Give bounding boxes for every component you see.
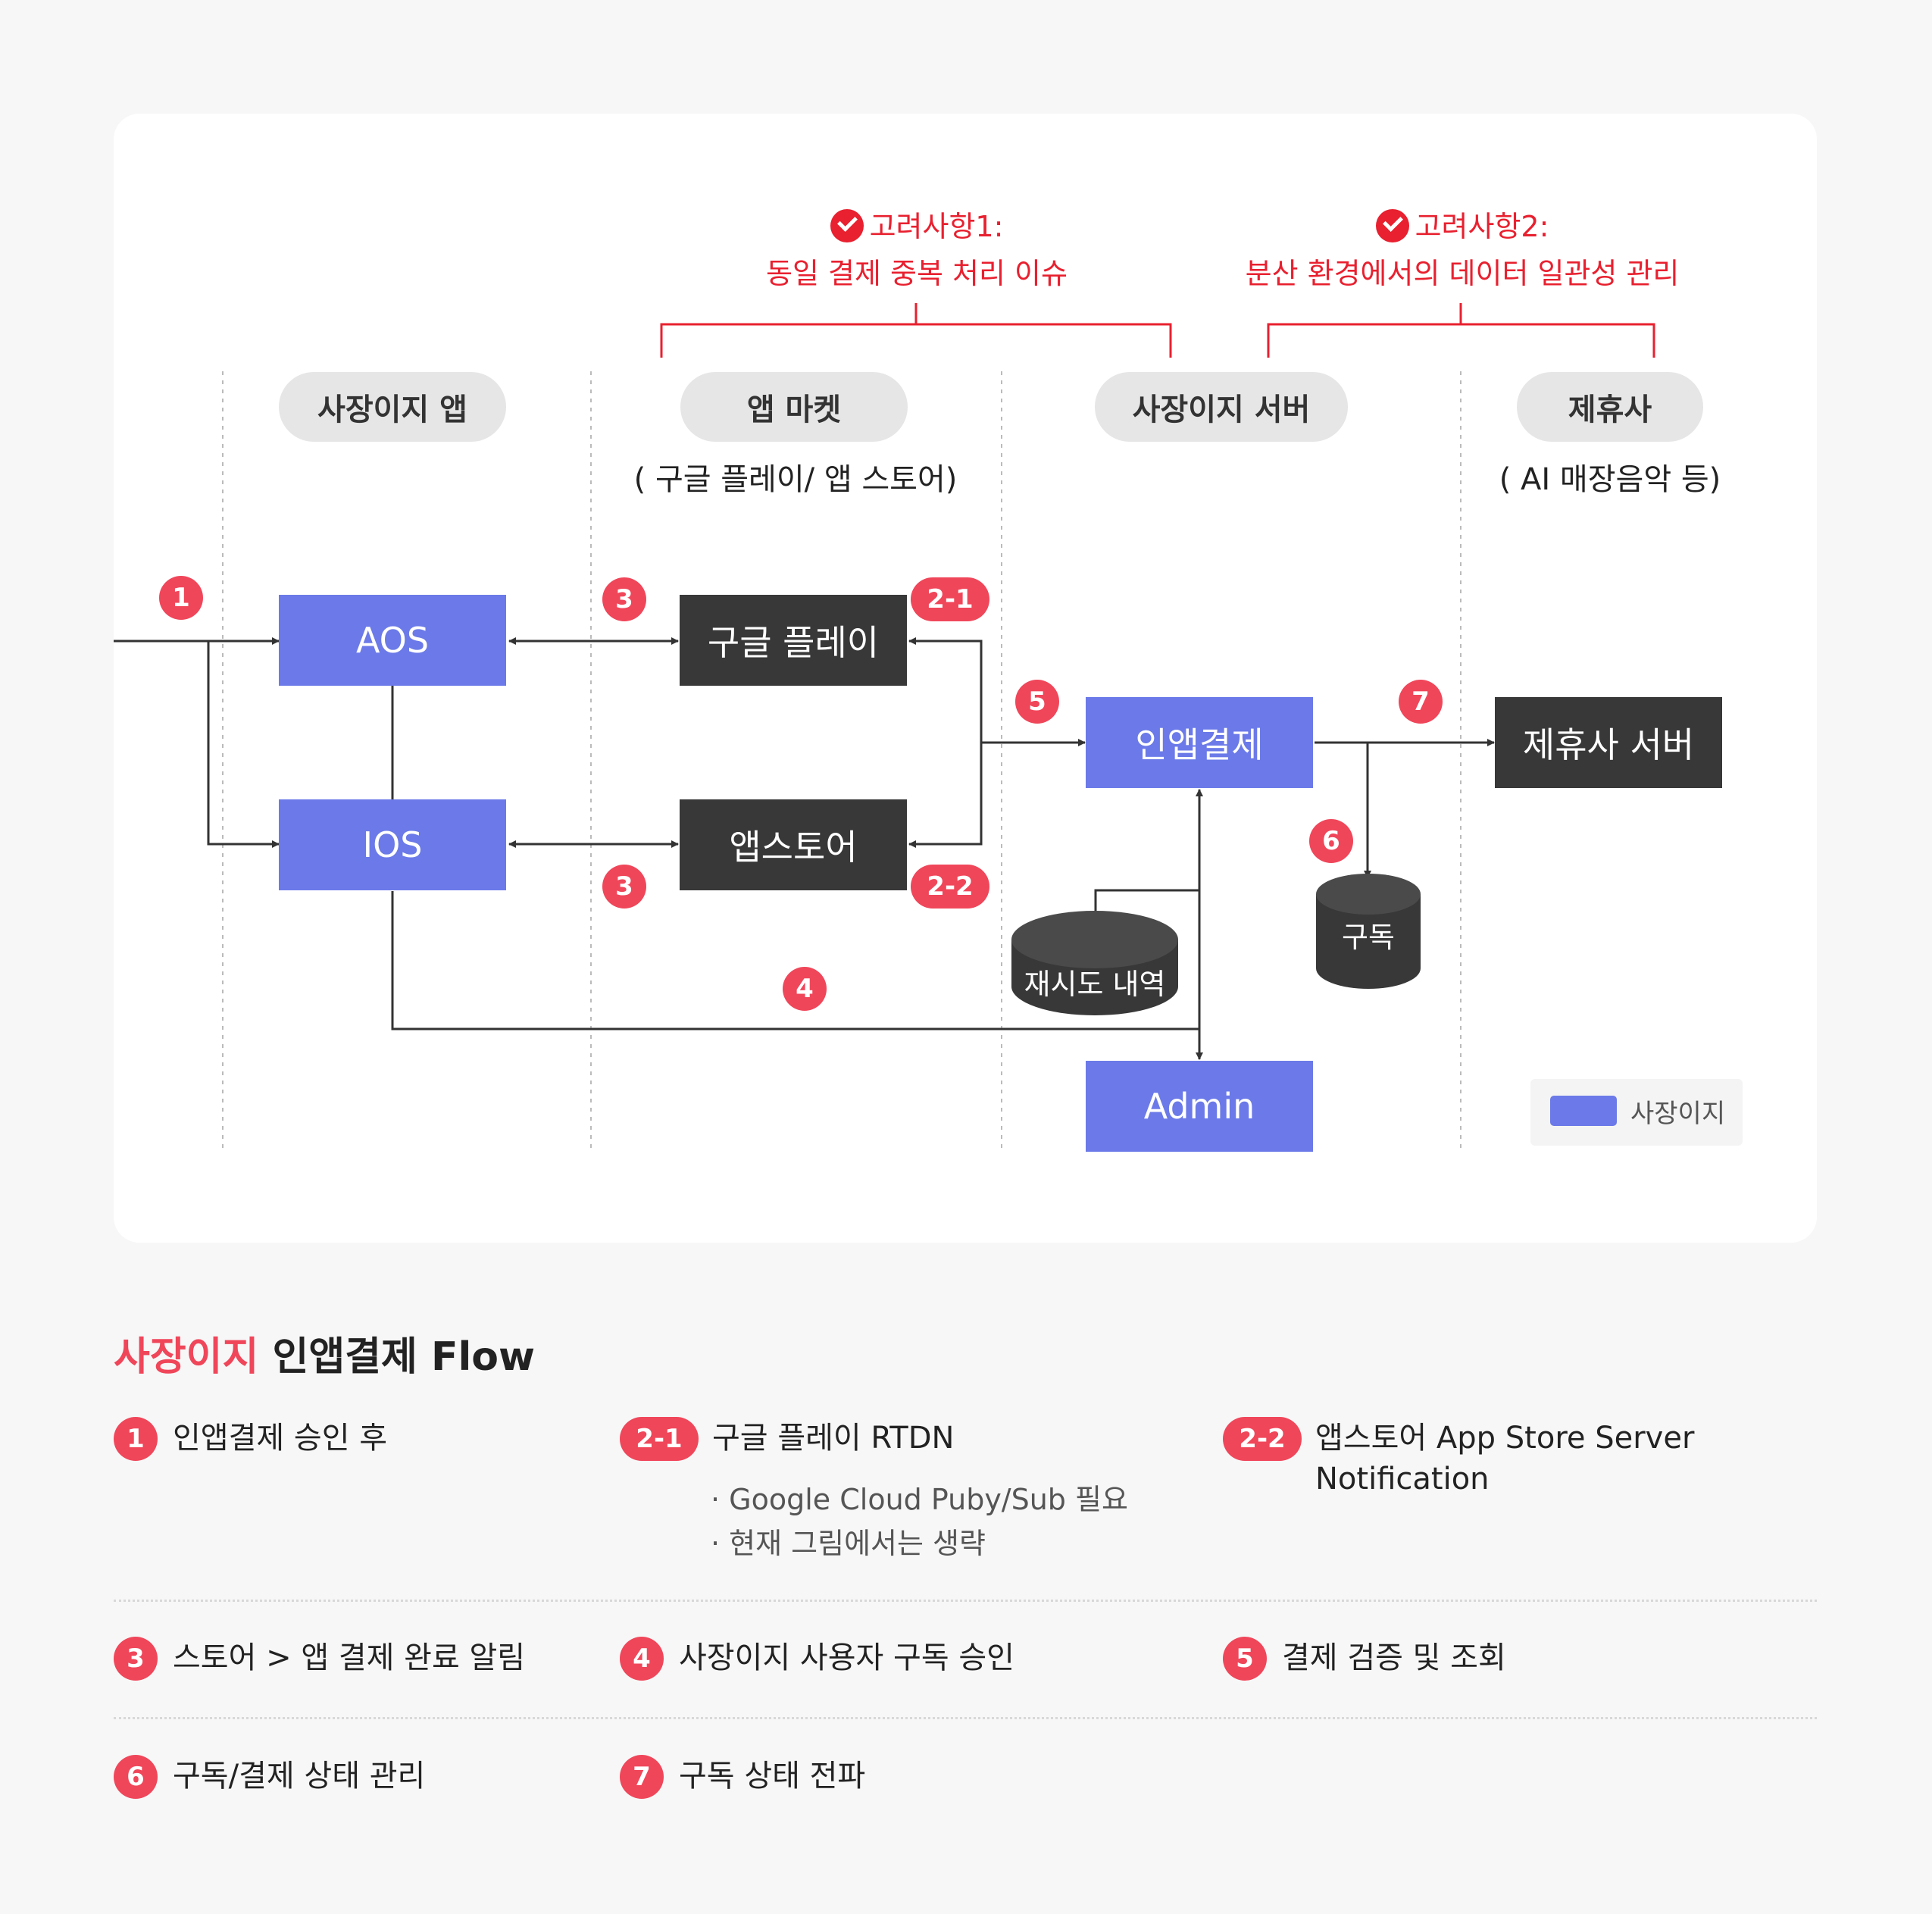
step-badge-4: 4 <box>783 967 827 1011</box>
consideration-1-title: 고려사항1: <box>869 210 1004 243</box>
consideration-2: 고려사항2: 분산 환경에서의 데이터 일관성 관리 <box>1227 203 1697 297</box>
subscription-db-cylinder <box>1316 874 1421 989</box>
step-badge-2-2: 2-2 <box>911 865 989 909</box>
node-admin: Admin <box>1086 1061 1313 1152</box>
retry-db-label: 재시도 내역 <box>1024 968 1166 1001</box>
step-badge-3-top: 3 <box>602 577 646 621</box>
flow-badge-2-1: 2-1 <box>620 1417 699 1461</box>
flow-text-4: 사장이지 사용자 구독 승인 <box>679 1640 1014 1675</box>
flow-text-2-1: 구글 플레이 RTDN <box>712 1421 955 1456</box>
consideration-brackets <box>660 303 1655 358</box>
flow-note-2-1-a: · Google Cloud Puby/Sub 필요 <box>711 1483 1128 1516</box>
consideration-2-desc: 분산 환경에서의 데이터 일관성 관리 <box>1245 257 1680 290</box>
lane-partner: 제휴사 <box>1517 372 1703 442</box>
flow-text-3: 스토어 > 앱 결제 완료 알림 <box>173 1640 526 1675</box>
arrow-entry-ios <box>207 641 280 848</box>
arrow-to-retry-db <box>1092 889 1199 921</box>
step-badge-7: 7 <box>1399 680 1443 724</box>
arrow-ios-admin <box>391 891 1199 1030</box>
flow-badge-7: 7 <box>620 1755 664 1799</box>
flow-badge-2-2: 2-2 <box>1223 1417 1302 1461</box>
flow-text-7: 구독 상태 전파 <box>679 1759 866 1794</box>
arrow-server-appstore <box>908 743 983 848</box>
lane-owner-app: 사장이지 앱 <box>279 372 506 442</box>
flow-text-6: 구독/결제 상태 관리 <box>173 1759 426 1794</box>
flow-badge-4: 4 <box>620 1637 664 1681</box>
flow-badge-3: 3 <box>114 1637 158 1681</box>
legend-label: 사장이지 <box>1630 1099 1726 1129</box>
flow-text-5: 결제 검증 및 조회 <box>1282 1640 1506 1675</box>
flow-text-2-2-line2: Notification <box>1315 1462 1490 1496</box>
node-aos: AOS <box>279 595 506 686</box>
node-partner-server: 제휴사 서버 <box>1495 697 1722 788</box>
arrow-server-googleplay <box>908 637 983 743</box>
lane-partner-sub: ( AI 매장음악 등) <box>1499 462 1721 497</box>
subscription-db-label: 구독 <box>1342 921 1395 954</box>
check-icon <box>830 209 864 242</box>
lane-app-market: 앱 마켓 <box>680 372 908 442</box>
flow-text-2-2: 앱스토어 App Store Server <box>1315 1421 1695 1456</box>
node-google-play: 구글 플레이 <box>680 595 907 686</box>
retry-db-cylinder <box>1011 911 1178 1015</box>
flow-text-1: 인앱결제 승인 후 <box>173 1421 388 1456</box>
separator <box>114 1717 1817 1719</box>
node-ios: IOS <box>279 799 506 890</box>
consideration-2-title: 고려사항2: <box>1415 210 1549 243</box>
step-badge-1: 1 <box>159 576 203 620</box>
flow-title-rest: 인앱결제 Flow <box>258 1334 536 1380</box>
legend-swatch <box>1550 1096 1617 1126</box>
lane-dividers <box>222 371 1462 1152</box>
flow-badge-6: 6 <box>114 1755 158 1799</box>
consideration-1: 고려사항1: 동일 결제 중복 처리 이슈 <box>742 203 1091 297</box>
step-badge-3-bottom: 3 <box>602 865 646 909</box>
check-icon <box>1375 209 1409 242</box>
flow-title: 사장이지 인앱결제 Flow <box>114 1324 535 1381</box>
flow-badge-5: 5 <box>1223 1637 1267 1681</box>
step-badge-6: 6 <box>1309 819 1353 863</box>
lane-app-market-sub: ( 구글 플레이/ 앱 스토어) <box>633 462 958 497</box>
consideration-1-desc: 동일 결제 중복 처리 이슈 <box>766 257 1068 290</box>
separator <box>114 1600 1817 1602</box>
flow-note-2-1-b: · 현재 그림에서는 생략 <box>711 1527 986 1560</box>
legend: 사장이지 <box>1530 1079 1743 1146</box>
flow-title-accent: 사장이지 <box>114 1334 259 1380</box>
lane-owner-server: 사장이지 서버 <box>1095 372 1348 442</box>
flow-badge-1: 1 <box>114 1417 158 1461</box>
step-badge-2-1: 2-1 <box>911 577 989 621</box>
step-badge-5: 5 <box>1015 680 1059 724</box>
node-app-store: 앱스토어 <box>680 799 907 890</box>
node-inapp-payment: 인앱결제 <box>1086 697 1313 788</box>
